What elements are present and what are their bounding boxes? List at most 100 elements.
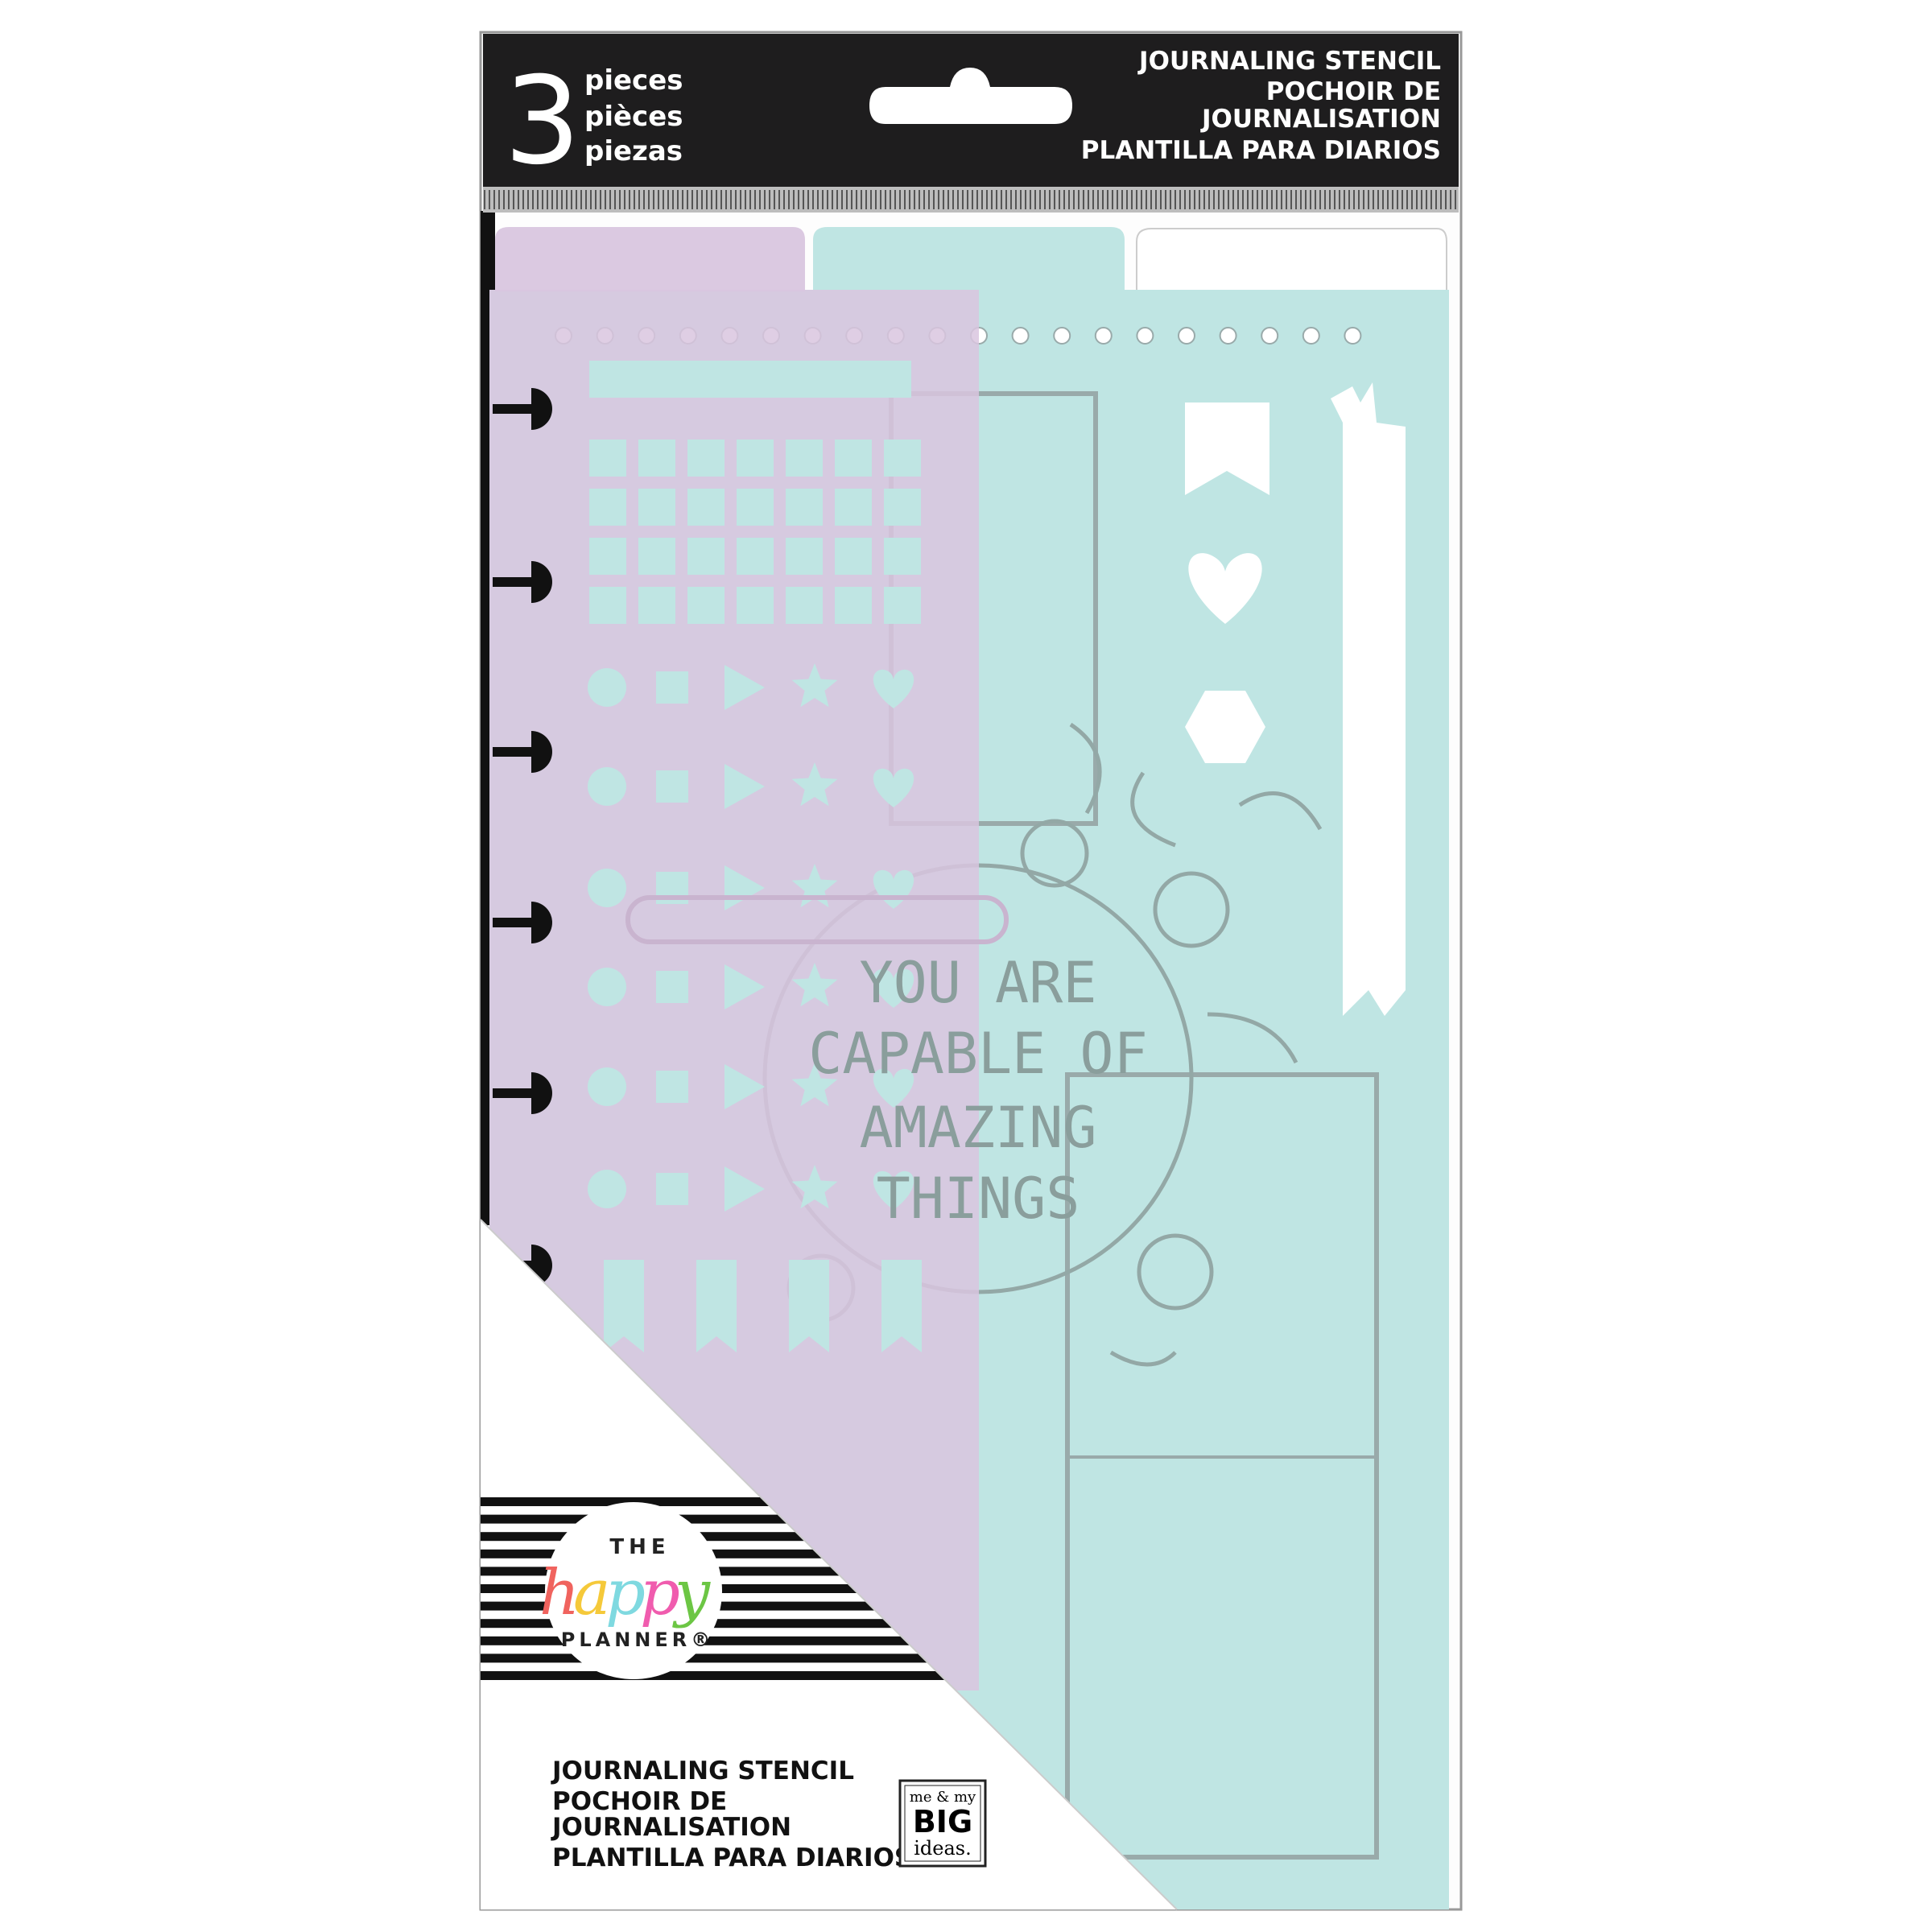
quote-text: YOU ARE CAPABLE OF AMAZING THINGS [808, 950, 1147, 1232]
stripe [481, 1619, 1177, 1629]
calendar-grid [589, 440, 921, 624]
piece-count: 3 [504, 52, 580, 192]
pill-cutout [625, 895, 1009, 944]
svg-text:a: a [573, 1557, 611, 1629]
me-my-big-ideas-logo: me & my BIG ideas. [898, 1779, 987, 1868]
grid-square [737, 489, 774, 526]
grid-square [884, 538, 921, 575]
binder-disc [531, 902, 552, 943]
grid-square [638, 587, 675, 624]
title-fr-1: POCHOIR DE [1266, 77, 1441, 106]
grid-square [835, 587, 872, 624]
stripe [481, 1567, 1177, 1576]
binder-disc [531, 1072, 552, 1114]
grid-square [687, 489, 724, 526]
disc-stem [493, 577, 533, 587]
disc-stem [493, 747, 533, 757]
dot-hole [1011, 327, 1030, 345]
grid-square [737, 440, 774, 477]
star-cutout [791, 1165, 838, 1209]
grid-square [589, 440, 626, 477]
header-bar-cutout [589, 361, 911, 398]
svg-text:p: p [605, 1557, 646, 1629]
mint-stencil-tab [813, 227, 1125, 291]
grid-square [835, 489, 872, 526]
circle-cutout [588, 767, 626, 806]
grid-square [687, 587, 724, 624]
grid-square [687, 440, 724, 477]
binder-discs [493, 388, 552, 1286]
circle-cutout [588, 869, 626, 907]
stripe [481, 1671, 1177, 1680]
grid-square [589, 538, 626, 575]
svg-text:me & my: me & my [910, 1789, 976, 1806]
title-es: PLANTILLA PARA DIARIOS [1081, 136, 1441, 165]
dot-hole [1094, 327, 1113, 345]
triangle-cutout [724, 764, 765, 809]
footer-title-es: PLANTILLA PARA DIARIOS [552, 1843, 912, 1872]
tab-cutout [881, 1260, 922, 1352]
svg-text:PLANNER®: PLANNER® [561, 1629, 715, 1651]
title-fr-2: JOURNALISATION [1200, 105, 1441, 134]
tab-cutout [696, 1260, 737, 1352]
bottom-tab-cutouts [604, 1260, 922, 1352]
happy-planner-logo: THE h a p p y PLANNER® [539, 1502, 722, 1679]
star-cutout [791, 963, 838, 1007]
grid-square [884, 440, 921, 477]
quote-text: AMAZING [859, 1095, 1096, 1161]
grid-square [589, 587, 626, 624]
stripe [481, 1653, 1177, 1663]
triangle-cutout [724, 1064, 765, 1109]
stripe [481, 1636, 1177, 1645]
footer-title-fr-2: JOURNALISATION [551, 1813, 791, 1842]
grid-square [737, 538, 774, 575]
grid-square [589, 489, 626, 526]
svg-text:ideas.: ideas. [914, 1837, 972, 1860]
grid-square [786, 440, 823, 477]
hexagon-cutout [1185, 691, 1265, 763]
quote-text: YOU ARE [859, 950, 1096, 1016]
quote-text: THINGS [877, 1166, 1080, 1232]
binder-disc [531, 561, 552, 603]
grid-square [835, 440, 872, 477]
disc-stem [493, 404, 533, 414]
grid-square [687, 538, 724, 575]
grid-square [884, 587, 921, 624]
square-cutout [656, 671, 688, 704]
pieces-en: pieces [584, 64, 683, 97]
heart-cutout [873, 1170, 914, 1210]
stripe [481, 1601, 1177, 1611]
grid-square [786, 587, 823, 624]
grid-square [737, 587, 774, 624]
triangle-cutout [724, 1166, 765, 1212]
tab-cutout [604, 1260, 644, 1352]
triangle-cutout [724, 665, 765, 710]
star-cutout [791, 1063, 838, 1107]
circle-cutout [588, 968, 626, 1006]
dot-hole [1261, 327, 1279, 345]
quote-text: CAPABLE OF [808, 1021, 1147, 1087]
star-cutout [791, 762, 838, 807]
grid-square [638, 440, 675, 477]
circle-cutout [588, 668, 626, 707]
dot-hole [1219, 327, 1237, 345]
heart-cutout [1188, 553, 1262, 624]
disc-stem [493, 1088, 533, 1098]
dot-hole [1178, 327, 1195, 345]
heart-cutout [873, 669, 914, 708]
square-cutout [656, 1173, 688, 1205]
dot-hole [1053, 327, 1071, 345]
lavender-stencil-tab [495, 227, 805, 291]
svg-text:y: y [672, 1557, 711, 1629]
large-rect-cutout [1065, 1072, 1379, 1860]
grid-square [786, 489, 823, 526]
circle-cutout [588, 1067, 626, 1106]
package-header: 3 pieces pièces piezas JOURNALING STENCI… [483, 34, 1459, 213]
svg-text:THE: THE [609, 1535, 670, 1559]
white-stencil-tab [1136, 228, 1447, 292]
grid-square [638, 538, 675, 575]
dot-hole [1344, 327, 1362, 345]
shape-cutouts [588, 663, 914, 1212]
heart-cutout [873, 968, 914, 1008]
